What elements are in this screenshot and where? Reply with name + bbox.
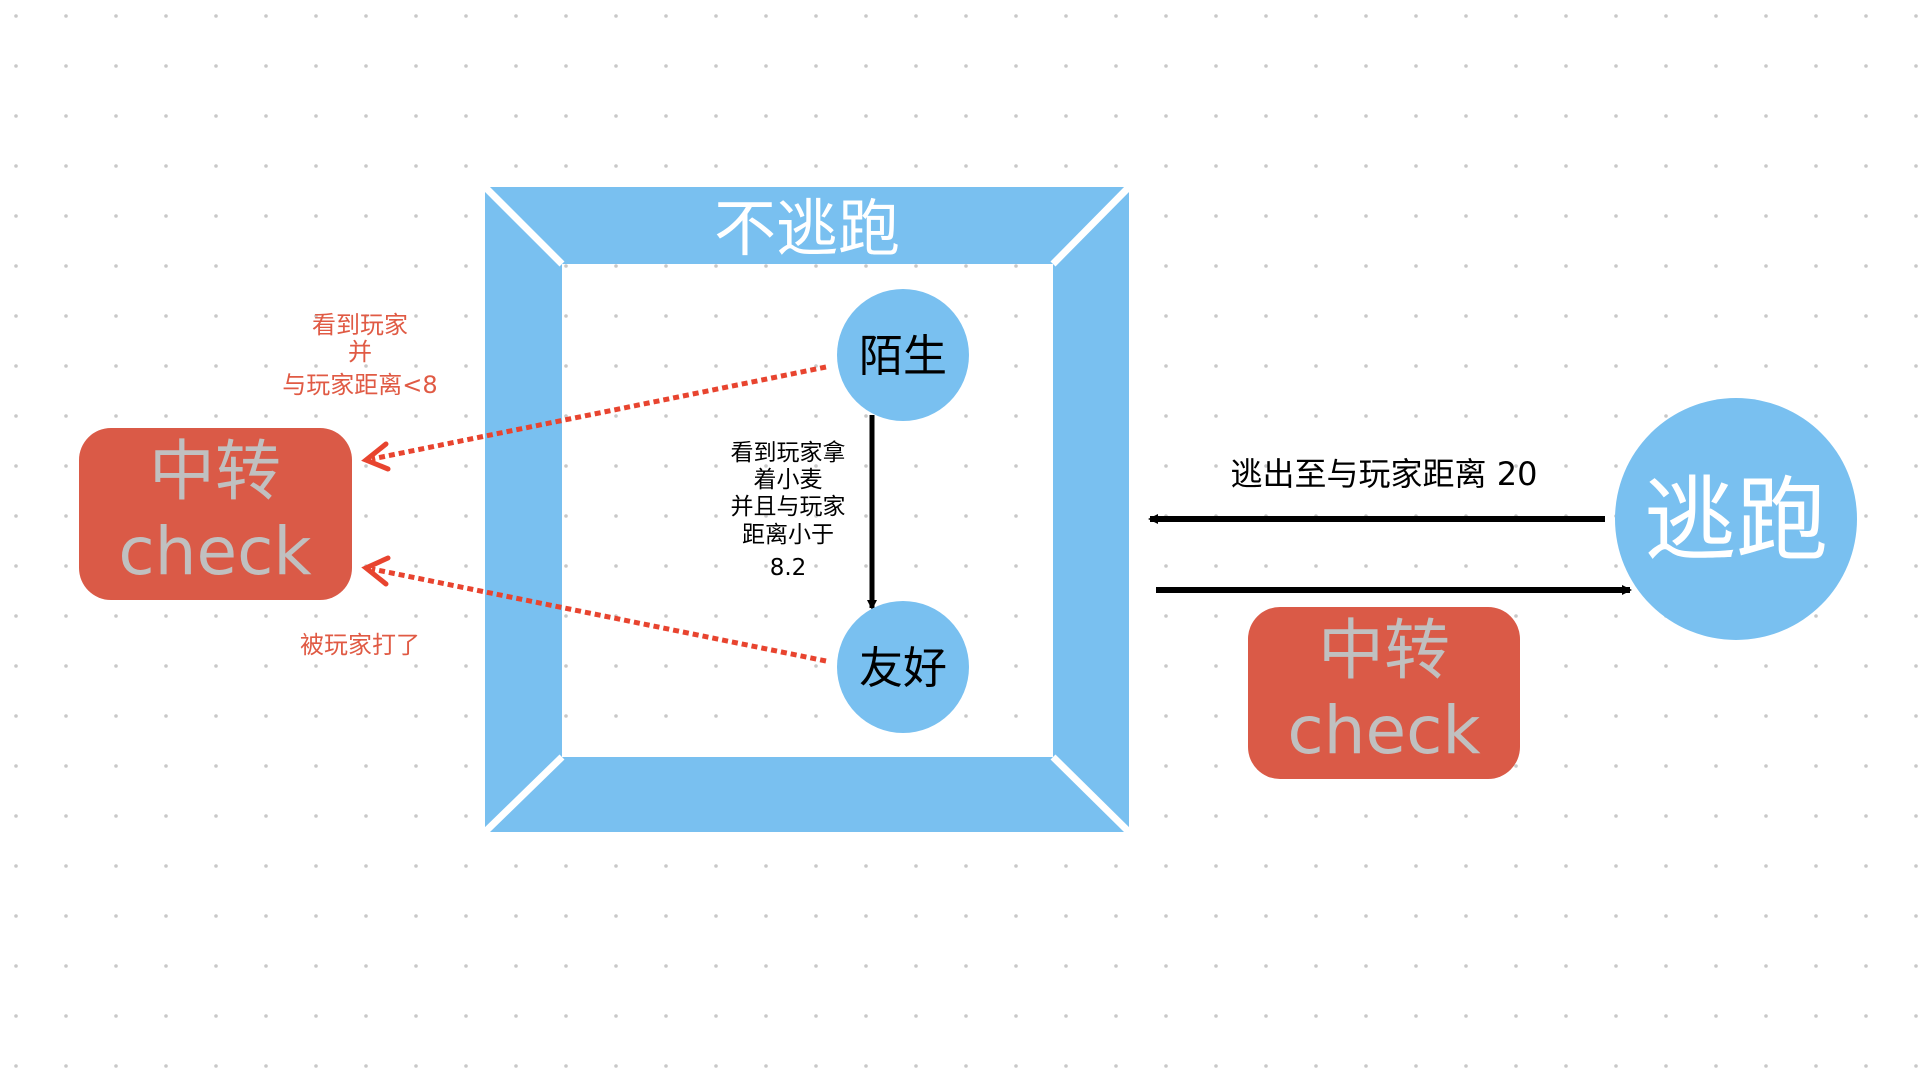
node-label: check <box>1287 692 1481 769</box>
node-friendly[interactable]: 友好 <box>837 601 969 733</box>
edge-label-line: 与玩家距离<8 <box>282 371 437 399</box>
node-check-left[interactable]: 中转 check <box>79 428 352 600</box>
node-label: 中转 <box>149 433 281 510</box>
node-label: check <box>118 513 312 590</box>
edge-label-stranger-to-check: 看到玩家 并 与玩家距离<8 <box>282 311 437 399</box>
edge-stranger-to-check[interactable] <box>371 364 827 462</box>
edge-label-line: 并 <box>348 338 372 366</box>
group-title: 不逃跑 <box>714 192 900 265</box>
arrowhead-icon <box>361 555 391 587</box>
node-stranger[interactable]: 陌生 <box>837 289 969 421</box>
edge-label-line: 并且与玩家 <box>731 494 846 520</box>
edge-label-line: 看到玩家拿 <box>731 439 846 466</box>
node-label: 友好 <box>859 643 947 694</box>
node-flee[interactable]: 逃跑 <box>1615 398 1857 640</box>
edge-label-line: 8.2 <box>770 555 807 581</box>
frame-left <box>485 187 562 832</box>
edge-label-flee-to-group: 逃出至与玩家距离 20 <box>1231 455 1538 493</box>
frame-top <box>485 187 1129 264</box>
edge-label-line: 看到玩家 <box>312 311 408 339</box>
node-label: 中转 <box>1318 612 1450 689</box>
edge-friendly-to-check[interactable] <box>371 566 827 664</box>
edge-label-friendly-to-check: 被玩家打了 <box>300 631 420 659</box>
node-label: 陌生 <box>859 331 947 382</box>
edge-label-line: 距离小于 <box>742 522 834 548</box>
edge-label-line: 着小麦 <box>754 467 823 493</box>
node-label: 逃跑 <box>1644 467 1828 574</box>
frame-right <box>1053 187 1129 832</box>
group-not-flee[interactable]: 不逃跑 <box>482 184 1132 835</box>
arrowhead-icon <box>361 441 391 472</box>
node-check-right[interactable]: 中转 check <box>1248 607 1520 779</box>
edge-label-stranger-to-friendly: 看到玩家拿 着小麦 并且与玩家 距离小于 8.2 <box>731 439 846 581</box>
frame-bottom <box>485 757 1129 832</box>
